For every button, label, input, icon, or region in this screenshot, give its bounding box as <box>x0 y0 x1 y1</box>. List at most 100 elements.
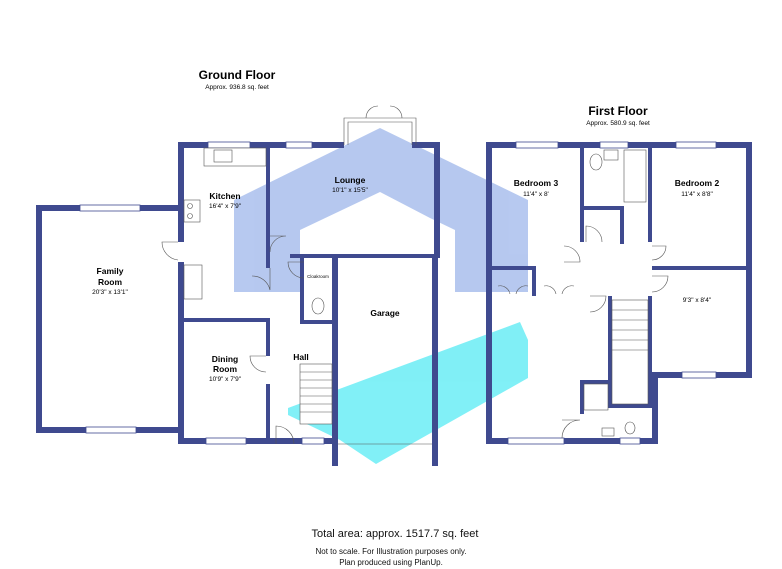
bed1-door-swing <box>589 295 607 313</box>
first-floor-area: Approx. 580.9 sq. feet <box>586 120 650 127</box>
bedroom3-window <box>515 141 559 149</box>
family-room-door-swing <box>161 241 179 261</box>
kitchen-counter <box>203 147 267 167</box>
ground-floor-stairs <box>299 363 333 425</box>
lounge-bottom-wall <box>290 254 440 258</box>
bedroom3-name: Bedroom 3 <box>514 178 559 188</box>
front-wall <box>270 438 332 444</box>
bedroom4-window <box>681 371 717 379</box>
first-floor-title: First Floor <box>588 104 648 118</box>
stair-bottom-wall <box>608 404 652 408</box>
main-right-wall <box>434 142 440 254</box>
cloakroom-toilet <box>311 297 325 315</box>
hob-ring <box>187 203 193 209</box>
dining-room-name-line1: Dining <box>212 354 238 364</box>
kitchen-sink <box>213 149 233 163</box>
first-floor-plan <box>486 141 752 445</box>
bed3-bath-wall <box>580 142 584 242</box>
ensuite-window <box>619 437 641 445</box>
ensuite-left-wall <box>580 380 584 414</box>
family-room-name-line1: Family <box>97 266 124 276</box>
hob-ring <box>187 213 193 219</box>
kitchen-name: Kitchen <box>209 191 240 201</box>
lounge-window <box>285 141 313 149</box>
ff-right-wall-upper <box>746 142 752 376</box>
bedroom1-window <box>507 437 565 445</box>
wardrobe-door-1 <box>497 285 511 295</box>
watermark-upper-shape <box>234 128 528 292</box>
lounge-dims: 10'1" x 15'5" <box>332 187 368 194</box>
cloakroom-door-swing <box>287 261 305 279</box>
garage-name: Garage <box>370 308 400 318</box>
family-room-name-line2: Room <box>98 277 123 287</box>
family-room-bottom-window <box>85 426 137 434</box>
cloakroom-left-wall <box>300 258 304 324</box>
cloakroom-bottom-wall <box>300 320 334 324</box>
lounge-bay-outline <box>343 117 417 145</box>
total-area: Total area: approx. 1517.7 sq. feet <box>312 528 479 540</box>
bed3-door-swing <box>563 245 581 263</box>
ground-floor-title: Ground Floor <box>199 68 276 82</box>
dining-room-dims: 10'9" x 7'9" <box>209 376 242 383</box>
hob <box>183 199 201 223</box>
bedroom3-dims: 11'4" x 8' <box>523 191 549 198</box>
stair-left-wall <box>608 296 612 408</box>
bedroom2-dims: 11'4" x 8'8" <box>681 191 713 198</box>
dining-room-window <box>205 437 247 445</box>
ensuite-top-wall <box>580 380 612 384</box>
ff-left-wall <box>486 142 492 444</box>
french-door-swing-right <box>389 105 403 119</box>
wardrobe-door-2 <box>515 285 529 295</box>
ground-floor-area: Approx. 936.8 sq. feet <box>205 84 269 91</box>
garage-left-wall <box>332 254 338 466</box>
watermark-swirl <box>300 235 455 303</box>
ff-step-wall <box>652 372 658 444</box>
dining-door-swing <box>249 355 267 373</box>
bed4-door-swing <box>651 275 669 293</box>
lounge-hall-door-swing <box>269 235 287 253</box>
garage-right-wall <box>432 254 438 466</box>
kitchen-lounge-wall <box>266 142 270 268</box>
airing-cupboard <box>620 206 624 244</box>
bathtub <box>623 149 647 203</box>
bedroom4-dims: 9'3" x 8'4" <box>683 297 712 304</box>
bathroom-window <box>599 141 629 149</box>
bed2-bottom-wall <box>652 266 750 270</box>
bath-bottom-wall <box>584 206 624 210</box>
kitchen-dims: 16'4" x 7'9" <box>209 203 242 210</box>
ensuite-door-swing <box>561 419 581 439</box>
kitchen-left-wall-lower <box>178 262 184 444</box>
bath-bed2-wall <box>648 142 652 242</box>
ensuite-toilet <box>624 421 636 435</box>
cloakroom-label: Cloakroom <box>307 274 329 279</box>
disclaimer-line2: Plan produced using PlanUp. <box>339 558 443 567</box>
watermark-lower-shape <box>288 322 528 464</box>
lounge-name: Lounge <box>335 175 366 185</box>
wardrobe-door-4 <box>561 285 575 295</box>
stair-right-wall <box>648 296 652 408</box>
first-floor-stairs <box>611 299 649 405</box>
ground-floor-plan <box>36 105 440 466</box>
bedroom2-window <box>675 141 717 149</box>
dining-room-name-line2: Room <box>213 364 238 374</box>
disclaimer-line1: Not to scale. For Illustration purposes … <box>315 547 466 556</box>
bedroom2-name: Bedroom 2 <box>675 178 720 188</box>
lounge-bay-inner <box>347 121 413 145</box>
wardrobe-wall <box>532 266 536 296</box>
ensuite-basin <box>601 427 615 437</box>
wardrobe-door-3 <box>543 285 557 295</box>
bed2-door-swing <box>651 245 667 261</box>
hall-name: Hall <box>293 352 309 362</box>
main-top-wall-left <box>178 142 344 148</box>
shower-tray <box>583 383 609 411</box>
bathroom-toilet <box>589 153 603 171</box>
watermark-logo <box>234 128 528 464</box>
bath-door-swing <box>585 225 603 243</box>
ff-bottom-wall <box>486 438 658 444</box>
kitchen-window <box>207 141 251 149</box>
kitchen-dining-wall <box>178 318 270 322</box>
dining-hall-wall-lower <box>266 384 270 444</box>
front-door-swing <box>275 425 295 445</box>
family-room-dims: 20'3" x 13'1" <box>92 289 128 296</box>
